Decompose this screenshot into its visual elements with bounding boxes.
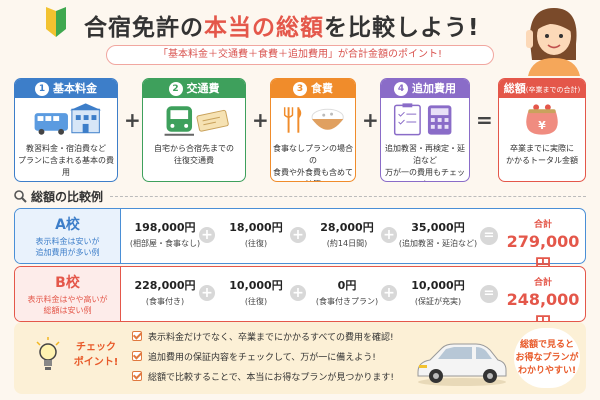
checkbox-icon	[132, 351, 142, 361]
cost-card-number: 1	[35, 82, 49, 96]
school-a-label: A校 表示料金は安いが追加費用が多い例	[15, 209, 121, 263]
cost-note: (往復)	[244, 297, 268, 306]
tip-item: 表示料金だけでなく、卒業までにかかるすべての費用を確認!	[132, 328, 432, 348]
cost-cell: 28,000円 (約14日間)	[305, 219, 389, 249]
cost-amount: 198,000円	[134, 221, 196, 234]
cost-note: (食事付きプラン)	[315, 297, 379, 306]
cost-card-number: 3	[293, 82, 307, 96]
school-bus-icon	[34, 103, 102, 135]
equals-icon: =	[480, 285, 498, 303]
plus-icon: +	[381, 227, 397, 243]
cost-amount: 0円	[337, 279, 357, 292]
school-note: 表示料金は安いが追加費用が多い例	[35, 237, 100, 257]
cost-card-food: 3 食費 食事なしプランの場合の食費や外食費も含めて計算	[270, 78, 356, 182]
total-card-title-note: (卒業までの合計)	[525, 86, 581, 94]
cost-amount: 10,000円	[411, 279, 465, 292]
checkbox-icon	[132, 331, 142, 341]
school-name: B校	[55, 275, 80, 291]
cost-card-title: 基本料金	[53, 82, 97, 95]
school-b-row: B校 表示料金はやや高いが総額は安い例 228,000円 (食事付き) + 10,…	[14, 266, 586, 332]
cost-amount: 18,000円	[229, 221, 283, 234]
cost-card-description: 教習料金・宿泊費などプランに含まれる基本の費用	[18, 144, 114, 177]
cost-note: (保証が充実)	[414, 297, 462, 306]
section-divider	[110, 196, 586, 197]
plus-icon: +	[290, 227, 306, 243]
cost-amount: 35,000円	[411, 221, 465, 234]
page-title: 合宿免許の本当の総額を比較しよう!	[84, 15, 480, 41]
checkpoint-box: チェックポイント! 表示料金だけでなく、卒業までにかかるすべての費用を確認! 追…	[14, 322, 586, 394]
cost-card-number: 2	[168, 82, 183, 96]
lightbulb-icon	[36, 337, 60, 370]
plus-icon: +	[290, 285, 306, 301]
car-illustration	[417, 343, 507, 386]
meal-icon	[283, 107, 344, 133]
cost-cell: 10,000円 (往復)	[214, 277, 298, 307]
cost-note: (約14日間)	[326, 239, 368, 248]
cost-card-title: 追加費用	[412, 82, 456, 95]
beginner-driver-mark-icon	[46, 7, 66, 37]
total-label: 合計	[533, 278, 552, 288]
school-note: 表示料金はやや高いが総額は安い例	[27, 295, 108, 315]
cost-card-description: 食事なしプランの場合の食費や外食費も含めて計算	[273, 144, 353, 181]
cost-card-title: 食費	[311, 82, 333, 95]
speech-bubble: 総額で見るとお得なプランがわかりやすい!	[514, 328, 580, 388]
train-ticket-icon	[164, 106, 229, 136]
tip-item: 追加費用の保証内容をチェックして、万が一に備えよう!	[132, 348, 432, 368]
cost-card-number: 4	[394, 82, 408, 96]
total-card: 総額(卒業までの合計) ¥ 卒業までに実際にかかるトータル金額	[498, 78, 586, 182]
cost-card-header: 1 基本料金	[15, 79, 117, 98]
header: 合宿免許の本当の総額を比較しよう! 「基本料金＋交通費＋食費＋追加費用」が合計金…	[0, 0, 600, 76]
checkpoint-label: チェックポイント!	[73, 342, 119, 368]
magnifier-icon	[14, 190, 27, 203]
comparison-section-title: 総額の比較例	[14, 188, 103, 205]
cost-card-extra: 4 追加費用 追加教習・再検定・延泊など万が一の費用もチェック	[380, 78, 470, 182]
total-card-header: 総額(卒業までの合計)	[499, 79, 585, 98]
cost-note: (追加教習・延泊など)	[398, 239, 478, 248]
page-subtitle: 「基本料金＋交通費＋食費＋追加費用」が合計金額のポイント!	[106, 45, 494, 65]
cost-card-description: 自宅から合宿先までの往復交通費	[154, 144, 234, 165]
total-card-title: 総額	[503, 82, 526, 95]
equals-icon: =	[480, 227, 498, 245]
cost-cell: 0円 (食事付きプラン)	[305, 277, 389, 307]
plus-operator: +	[252, 108, 269, 132]
equals-operator: =	[476, 108, 493, 132]
school-a-row: A校 表示料金は安いが追加費用が多い例 198,000円 (相部屋・食事なし) +…	[14, 208, 586, 274]
school-b-label: B校 表示料金はやや高いが総額は安い例	[15, 267, 121, 321]
cost-amount: 228,000円	[134, 279, 196, 292]
calculator-clipboard-icon	[393, 103, 452, 136]
plus-operator: +	[362, 108, 379, 132]
cost-note: (相部屋・食事なし)	[129, 239, 201, 248]
plus-icon: +	[199, 285, 215, 301]
cost-note: (往復)	[244, 239, 268, 248]
coin-purse-icon: ¥	[526, 104, 558, 135]
cost-card-description: 追加教習・再検定・延泊など万が一の費用もチェック	[385, 144, 465, 181]
cost-card-basic: 1 基本料金 教習料金・宿泊費などプランに含まれる基本の費用	[14, 78, 118, 182]
tip-list: 表示料金だけでなく、卒業までにかかるすべての費用を確認! 追加費用の保証内容をチ…	[132, 328, 432, 388]
cost-cell: 35,000円 (追加教習・延泊など)	[396, 219, 480, 249]
cost-cell: 228,000円 (食事付き)	[123, 277, 207, 307]
cost-card-title: 交通費	[186, 82, 220, 95]
cost-note: (食事付き)	[145, 297, 185, 306]
svg-text:¥: ¥	[538, 119, 546, 132]
cost-cell: 18,000円 (往復)	[214, 219, 298, 249]
section-title-text: 総額の比較例	[31, 190, 104, 204]
pointing-girl-illustration	[526, 8, 580, 76]
tip-item: 総額で比較することで、本当にお得なプランが見つかります!	[132, 368, 432, 388]
plus-operator: +	[124, 108, 141, 132]
plus-icon: +	[381, 285, 397, 301]
cost-card-header: 3 食費	[271, 79, 355, 98]
plus-icon: +	[199, 227, 215, 243]
cost-amount: 10,000円	[229, 279, 283, 292]
cost-card-header: 4 追加費用	[381, 79, 469, 98]
school-name: A校	[55, 217, 80, 233]
cost-amount: 28,000円	[320, 221, 374, 234]
total-card-description: 卒業までに実際にかかるトータル金額	[506, 144, 578, 165]
checkbox-icon	[132, 371, 142, 381]
cost-cell: 10,000円 (保証が充実)	[396, 277, 480, 307]
cost-cell: 198,000円 (相部屋・食事なし)	[123, 219, 207, 249]
total-label: 合計	[533, 220, 552, 230]
